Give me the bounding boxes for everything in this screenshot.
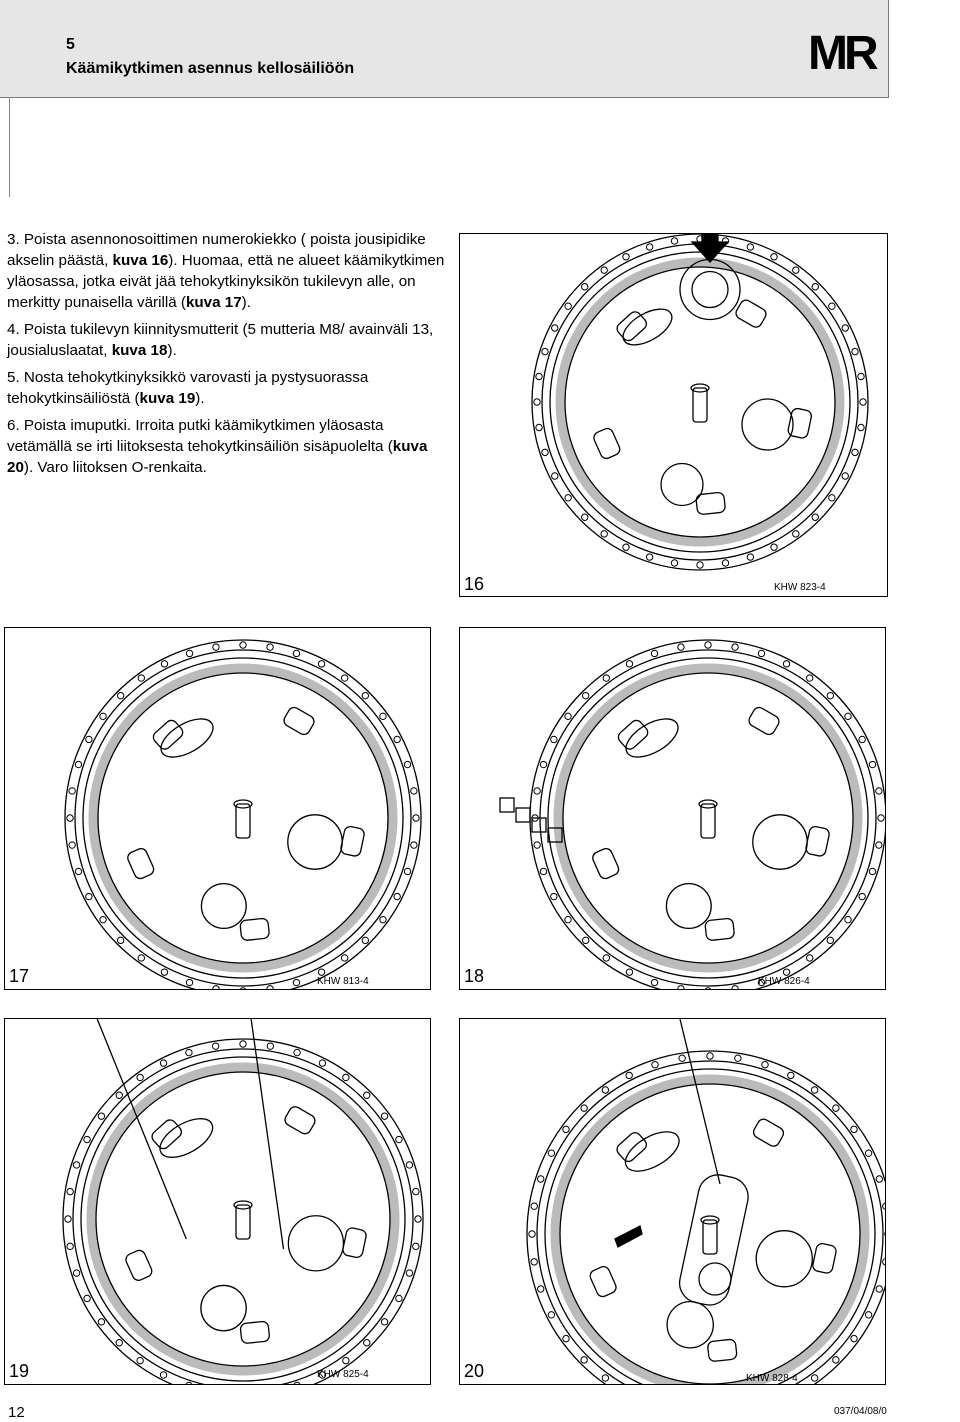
step-number: 3. bbox=[7, 231, 24, 248]
step-number: 4. bbox=[7, 321, 24, 338]
step-5: 5. Nosta tehokytkinyksikkö varovasti ja … bbox=[7, 367, 447, 409]
figure-reference: kuva 20 bbox=[7, 438, 428, 476]
page-header: 5 Käämikytkimen asennus kellosäiliöön MR bbox=[0, 0, 889, 98]
step-text: ). bbox=[167, 342, 177, 359]
figure-code: KHW 813-4 bbox=[317, 976, 369, 987]
tap-changer-drawing bbox=[526, 1019, 885, 1384]
step-number: 5. bbox=[7, 369, 24, 386]
figure-number: 19 bbox=[9, 1361, 30, 1381]
section-number: 5 bbox=[66, 36, 75, 53]
figure-reference: kuva 18 bbox=[111, 342, 168, 359]
figure-number: 17 bbox=[9, 966, 30, 986]
figure-number: 16 bbox=[464, 574, 485, 594]
page-number: 12 bbox=[8, 1404, 25, 1421]
step-text: ). Varo liitoksen O-renkaita. bbox=[23, 459, 207, 476]
figure-20: 20 KHW 828-4 bbox=[459, 1018, 886, 1385]
figure-19: 19 KHW 825-4 bbox=[4, 1018, 431, 1385]
step-3: 3. Poista asennonosoittimen numerokiekko… bbox=[7, 229, 447, 313]
step-6: 6. Poista imuputki. Irroita putki käämik… bbox=[7, 415, 447, 478]
document-code: 037/04/08/0 bbox=[834, 1406, 887, 1417]
figure-18: 18 KHW 826-4 bbox=[459, 627, 886, 990]
instructions: 3. Poista asennonosoittimen numerokiekko… bbox=[7, 229, 447, 484]
figure-reference: kuva 17 bbox=[185, 294, 242, 311]
step-text: ). Huomaa, että ne alueet käämikytkimen … bbox=[7, 252, 445, 311]
step-text: Poista imuputki. Irroita putki käämikytk… bbox=[7, 417, 393, 455]
tap-changer-drawing bbox=[531, 234, 869, 571]
figure-17: 17 KHW 813-4 bbox=[4, 627, 431, 990]
step-4: 4. Poista tukilevyn kiinnitysmutterit (5… bbox=[7, 319, 447, 361]
mr-logo: MR bbox=[808, 27, 879, 80]
step-text: ). bbox=[195, 390, 205, 407]
step-text: ). bbox=[241, 294, 251, 311]
step-number: 6. bbox=[7, 417, 24, 434]
figure-code: KHW 825-4 bbox=[317, 1369, 369, 1380]
figure-code: KHW 826-4 bbox=[758, 976, 810, 987]
tap-changer-drawing bbox=[62, 1019, 424, 1384]
tap-changer-drawing bbox=[64, 639, 422, 989]
figure-reference: kuva 19 bbox=[139, 390, 196, 407]
step-text: Nosta tehokytkinyksikkö varovasti ja pys… bbox=[7, 369, 369, 407]
figure-reference: kuva 16 bbox=[112, 252, 169, 269]
figure-16: 16 KHW 823-4 bbox=[459, 233, 888, 597]
figure-code: KHW 823-4 bbox=[774, 582, 826, 593]
figure-code: KHW 828-4 bbox=[746, 1373, 798, 1384]
figure-number: 18 bbox=[464, 966, 485, 986]
step-text: Poista tukilevyn kiinnitysmutterit (5 mu… bbox=[7, 321, 434, 359]
figure-number: 20 bbox=[464, 1361, 485, 1381]
step-text: Poista asennonosoittimen numerokiekko ( … bbox=[7, 231, 426, 269]
margin-rule bbox=[9, 97, 10, 197]
section-title: Käämikytkimen asennus kellosäiliöön bbox=[66, 60, 355, 77]
tap-changer-drawing bbox=[499, 639, 885, 989]
